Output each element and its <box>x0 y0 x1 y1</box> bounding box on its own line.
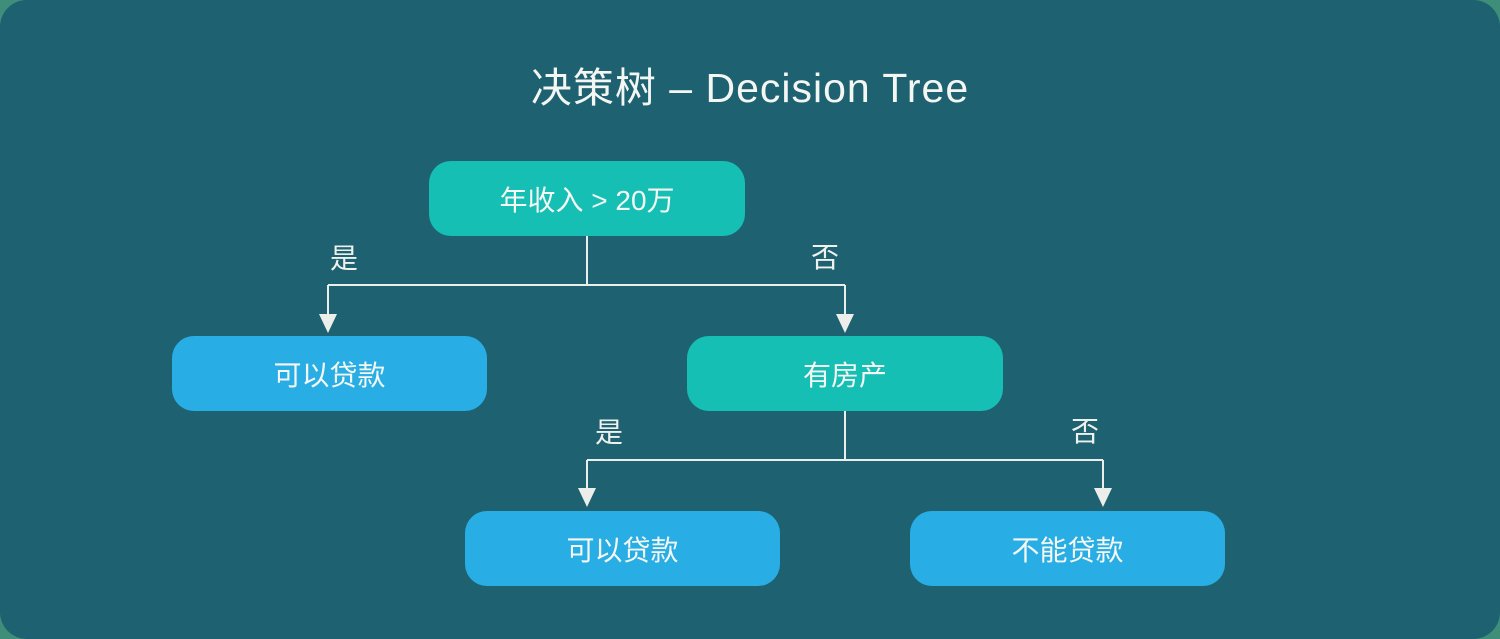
arrowhead-to-left <box>319 314 337 333</box>
arrowhead-to-yes <box>578 488 596 507</box>
arrowhead-to-no <box>1094 488 1112 507</box>
node-has-property: 有房产 <box>687 336 1003 411</box>
node-cannot-loan: 不能贷款 <box>910 511 1225 586</box>
node-annual-income: 年收入 > 20万 <box>429 161 745 236</box>
diagram-title: 决策树 – Decision Tree <box>530 65 970 111</box>
edge-label-no-level1: 否 <box>811 242 840 273</box>
edge-label-no-level2: 否 <box>1071 416 1100 447</box>
edge-label-yes-level1: 是 <box>330 243 359 274</box>
edge-label-yes-level2: 是 <box>595 417 624 448</box>
node-can-loan-bottom: 可以贷款 <box>465 511 780 586</box>
node-can-loan-left: 可以贷款 <box>172 336 487 411</box>
arrowhead-to-property <box>836 314 854 333</box>
